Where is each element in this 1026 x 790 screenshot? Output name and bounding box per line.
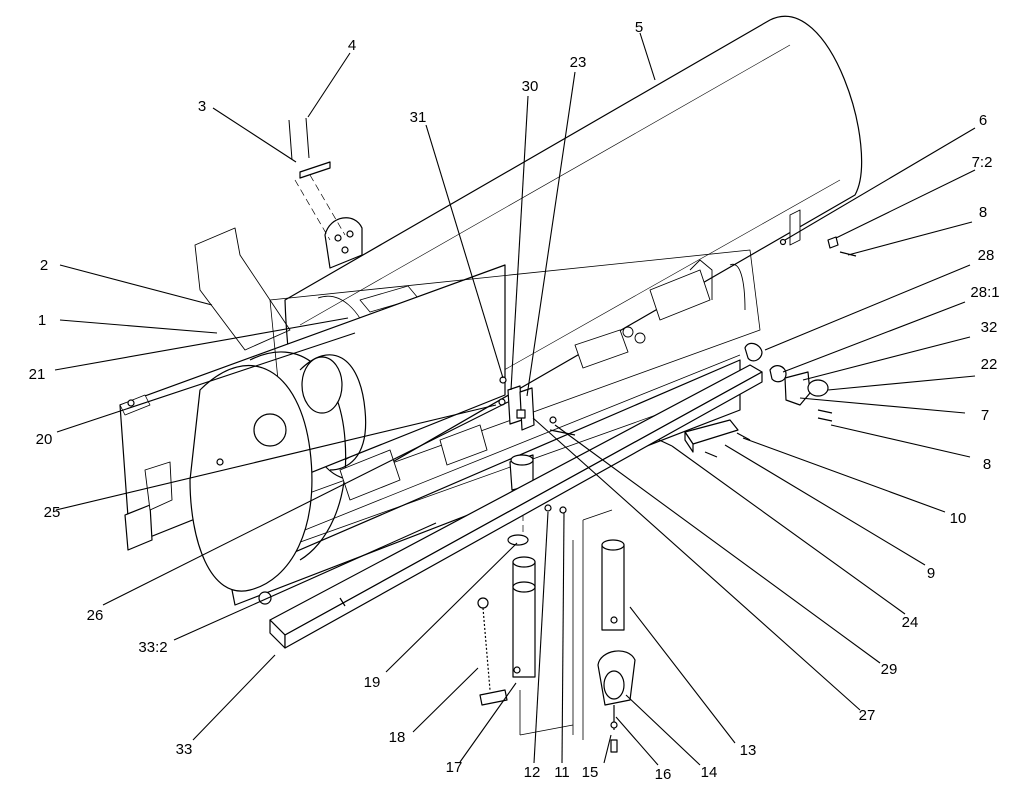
- callout-18: 18: [389, 729, 406, 746]
- callout-5: 5: [635, 19, 643, 36]
- callout-7: 7: [981, 407, 989, 424]
- callout-26: 26: [87, 607, 104, 624]
- callout-labels: 1 2 3 4 5 6 7:2 8 28 28:1 32 22 7 8 10 9…: [29, 19, 1000, 783]
- callout-8-bottom: 8: [983, 456, 991, 473]
- callout-32: 32: [981, 319, 998, 336]
- callout-12: 12: [524, 764, 541, 781]
- callout-19: 19: [364, 674, 381, 691]
- callout-15: 15: [582, 764, 599, 781]
- center-bracket: [498, 376, 576, 436]
- callout-30: 30: [522, 78, 539, 95]
- callout-1: 1: [38, 312, 46, 329]
- callout-9: 9: [927, 565, 935, 582]
- callout-14: 14: [701, 764, 718, 781]
- callout-27: 27: [859, 707, 876, 724]
- end-fittings: [744, 209, 857, 422]
- scraper-rail: [269, 364, 763, 649]
- callout-17: 17: [446, 759, 463, 776]
- hanger-bracket: [194, 117, 363, 351]
- callout-22: 22: [981, 356, 998, 373]
- callout-28-1: 28:1: [970, 284, 999, 301]
- callout-10: 10: [950, 510, 967, 527]
- callout-20: 20: [36, 431, 53, 448]
- part-geometry: [119, 16, 863, 753]
- callout-33: 33: [176, 741, 193, 758]
- callout-21: 21: [29, 366, 46, 383]
- chain-pin: [477, 597, 508, 706]
- callout-31: 31: [410, 109, 427, 126]
- callout-2: 2: [40, 257, 48, 274]
- lower-brackets: [654, 419, 751, 458]
- callout-13: 13: [740, 742, 757, 759]
- callout-4: 4: [348, 37, 356, 54]
- callout-33-2: 33:2: [138, 639, 167, 656]
- callout-3: 3: [198, 98, 206, 115]
- callout-11: 11: [554, 764, 570, 781]
- callout-7-2: 7:2: [972, 154, 993, 171]
- callout-28: 28: [978, 247, 995, 264]
- caster-assembly: [582, 509, 636, 753]
- callout-8-top: 8: [979, 204, 987, 221]
- callout-25: 25: [44, 504, 61, 521]
- callout-6: 6: [979, 112, 987, 129]
- lower-tube: [507, 454, 574, 736]
- leader-lines: [54, 32, 976, 766]
- callout-23: 23: [570, 54, 587, 71]
- frame-ribs: [339, 259, 746, 501]
- callout-24: 24: [902, 614, 919, 631]
- callout-29: 29: [881, 661, 898, 678]
- callout-16: 16: [655, 766, 672, 783]
